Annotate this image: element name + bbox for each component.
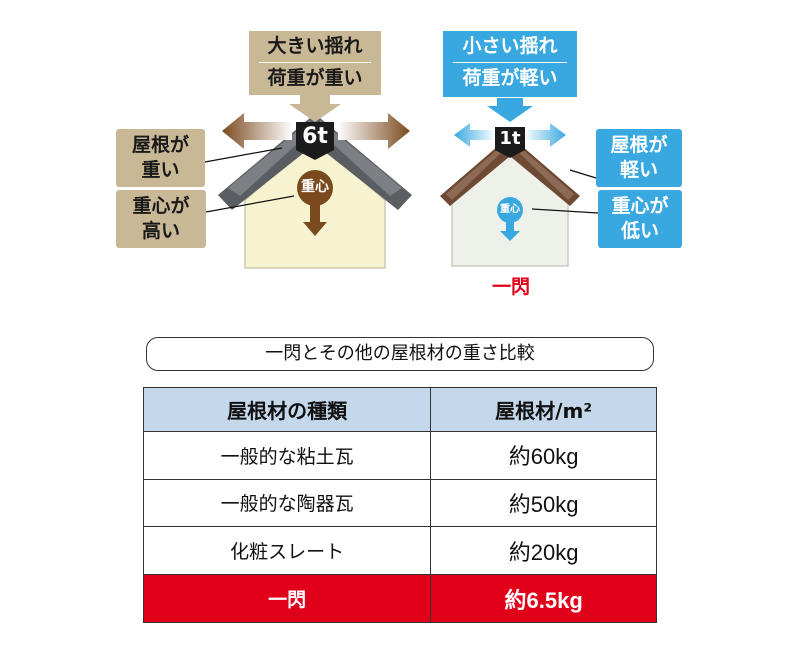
light-load-callout: 小さい揺れ 荷重が軽い [443, 31, 577, 97]
sway-arrow-right-small [524, 123, 566, 147]
row-name: 一般的な陶器瓦 [142, 478, 432, 528]
highlight-row: 一閃 約6.5kg [142, 574, 657, 623]
heavy-weight-label: 6t [302, 124, 328, 149]
row-name: 化粧スレート [142, 526, 432, 576]
sway-arrow-left-small [454, 123, 496, 147]
row-value: 約50kg [430, 478, 657, 528]
heavy-cg-label-line1: 重心が [132, 195, 190, 217]
product-caption: 一閃 [491, 276, 530, 298]
light-cg-label: 重心が 低い [598, 190, 682, 248]
heavy-callout-line1: 大きい揺れ [267, 35, 363, 57]
sway-arrow-right [338, 113, 410, 149]
light-weight-label: 1t [499, 128, 521, 149]
heavy-cg-label: 重心が 高い [116, 190, 206, 248]
light-callout-line1: 小さい揺れ [462, 35, 558, 57]
heavy-load-callout: 大きい揺れ 荷重が重い [249, 31, 381, 95]
light-roof-label-line1: 屋根が [610, 134, 668, 156]
light-house [440, 98, 599, 267]
heavy-cg-text: 重心 [301, 179, 329, 195]
row-value: 約6.5kg [430, 574, 657, 623]
heavy-roof-label: 屋根が 重い [116, 129, 205, 187]
table-row: 一般的な陶器瓦 約50kg [142, 478, 657, 528]
header-roof-type: 屋根材の種類 [142, 387, 432, 432]
light-roof-label-line2: 軽い [619, 159, 658, 181]
table-row: 化粧スレート 約20kg [142, 526, 657, 576]
light-cg-label-line2: 低い [620, 220, 659, 242]
sway-arrow-left [222, 113, 292, 149]
row-name: 一閃 [142, 574, 432, 623]
heavy-callout-line2: 荷重が重い [267, 67, 363, 89]
row-name: 一般的な粘土瓦 [142, 430, 432, 480]
light-roof-label: 屋根が 軽い [596, 129, 682, 187]
comparison-illustration [204, 94, 599, 269]
row-value: 約60kg [430, 430, 657, 480]
heavy-roof-label-line1: 屋根が [131, 134, 189, 156]
light-cg-label-line1: 重心が [611, 195, 669, 217]
heavy-roof-label-line2: 重い [141, 159, 180, 181]
load-arrow-light [487, 98, 533, 122]
heavy-house [204, 94, 412, 269]
callout-divider [259, 62, 371, 63]
table-header-row: 屋根材の種類 屋根材/m² [142, 387, 657, 432]
light-callout-line2: 荷重が軽い [462, 67, 558, 89]
light-cg-text: 重心 [500, 204, 520, 215]
row-value: 約20kg [430, 526, 657, 576]
comparison-table: 屋根材の種類 屋根材/m² 一般的な粘土瓦 約60kg 一般的な陶器瓦 約50k… [142, 387, 657, 623]
comparison-title: 一閃とその他の屋根材の重さ比較 [146, 337, 654, 371]
callout-divider [453, 62, 567, 63]
header-weight-per-m2: 屋根材/m² [430, 387, 657, 432]
table-row: 一般的な粘土瓦 約60kg [142, 430, 657, 480]
heavy-cg-label-line2: 高い [141, 220, 180, 242]
load-arrow-heavy [289, 94, 341, 122]
